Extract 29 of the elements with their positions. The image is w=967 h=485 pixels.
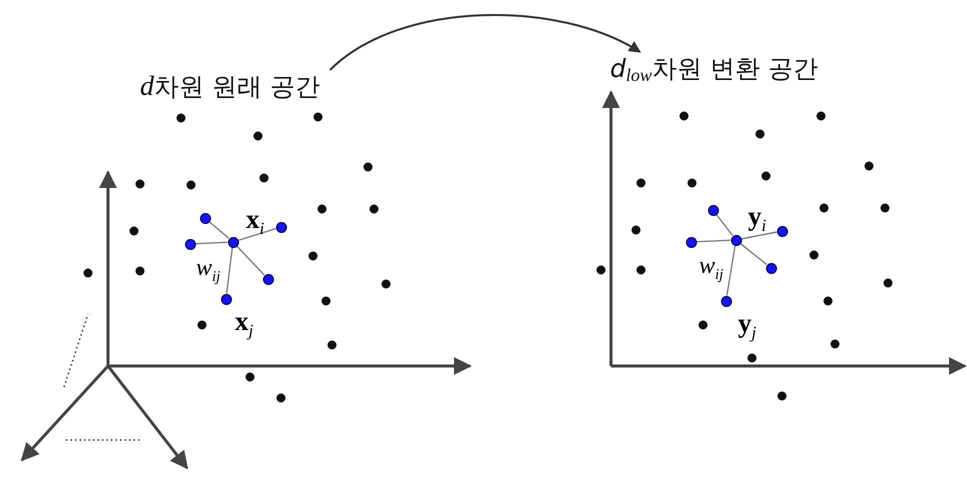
data-point bbox=[720, 296, 732, 306]
connector-line bbox=[238, 228, 276, 241]
space-title: d$_{low}$차원 변환 공간 bbox=[610, 52, 818, 86]
connector-line bbox=[740, 242, 768, 266]
point-label: y$_{i}$ bbox=[748, 203, 766, 234]
connector-line bbox=[236, 246, 265, 276]
point-label: x$_{i}$ bbox=[246, 206, 264, 237]
connector-line bbox=[696, 240, 731, 242]
data-point bbox=[776, 226, 788, 236]
data-point bbox=[184, 238, 196, 250]
data-point bbox=[730, 234, 742, 246]
data-point bbox=[220, 294, 232, 304]
data-point bbox=[766, 262, 776, 274]
point-label: y$_{j}$ bbox=[738, 310, 756, 341]
data-point bbox=[708, 204, 718, 216]
connector-line bbox=[741, 231, 777, 240]
connector-line bbox=[208, 221, 230, 239]
connector-line bbox=[716, 214, 734, 236]
point-label: x$_{j}$ bbox=[235, 308, 254, 339]
curved-arrow bbox=[329, 14, 642, 71]
connector-line bbox=[726, 245, 736, 296]
data-point bbox=[276, 222, 286, 232]
connector-line bbox=[226, 247, 233, 294]
connector-line bbox=[195, 242, 228, 244]
data-point bbox=[686, 236, 696, 248]
data-point bbox=[262, 274, 274, 284]
data-point bbox=[228, 236, 238, 248]
data-point bbox=[200, 212, 210, 224]
space-title: d차원 원래 공간 bbox=[140, 70, 320, 103]
